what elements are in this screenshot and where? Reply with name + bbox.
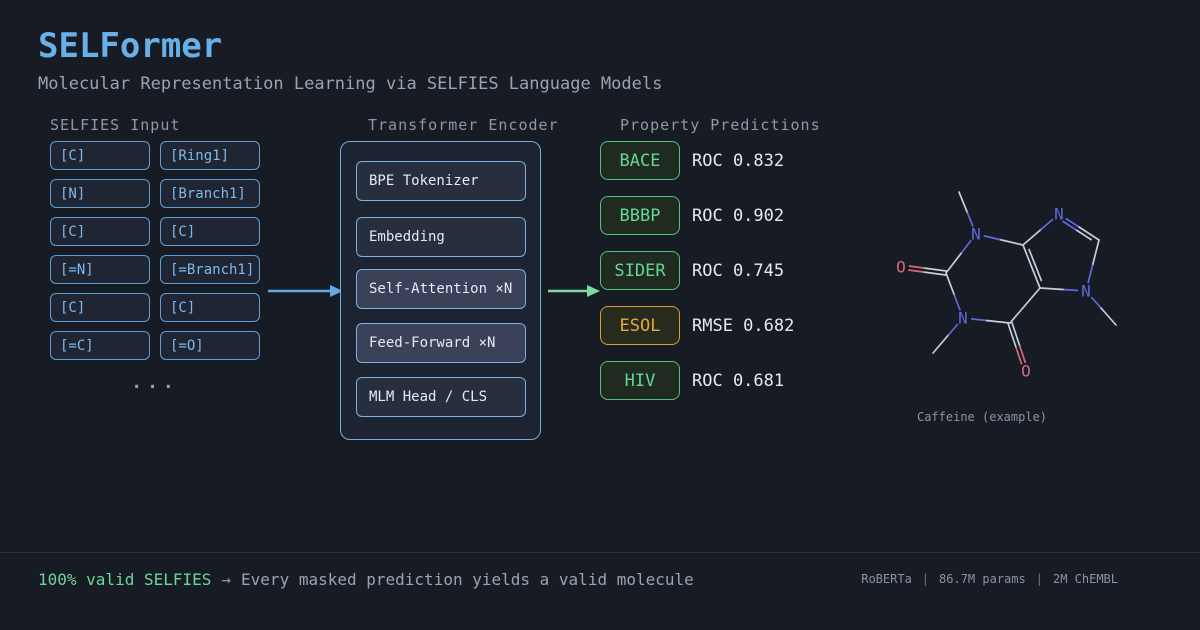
arrow-head-icon xyxy=(587,285,600,297)
meta-separator: | xyxy=(1035,572,1043,586)
encoder-to-predictions-arrow xyxy=(548,285,600,297)
selfies-token: [Branch1] xyxy=(160,179,260,208)
svg-text:O: O xyxy=(1021,362,1031,381)
prediction-row-hiv: HIV ROC 0.681 xyxy=(600,361,784,400)
footer-message: Every masked prediction yields a valid m… xyxy=(241,570,694,589)
selfies-token: [Ring1] xyxy=(160,141,260,170)
selfies-input-heading: SELFIES Input xyxy=(50,116,181,134)
transformer-encoder-heading: Transformer Encoder xyxy=(368,116,559,134)
meta-params: 86.7M params xyxy=(939,572,1026,586)
prediction-row-bace: BACE ROC 0.832 xyxy=(600,141,784,180)
molecule-figure: N O N O N N xyxy=(860,170,1180,430)
encoder-layer-self-attention: Self-Attention ×N xyxy=(356,269,526,309)
selfies-token: [=Branch1] xyxy=(160,255,260,284)
molecule-svg: N O N O N N xyxy=(893,191,1117,381)
svg-text:N: N xyxy=(958,309,968,328)
metric-value: RMSE 0.682 xyxy=(692,315,795,336)
encoder-layer-feed-forward: Feed-Forward ×N xyxy=(356,323,526,363)
selfies-token: [C] xyxy=(50,141,150,170)
metric-value: ROC 0.902 xyxy=(692,205,785,226)
molecule-caption: Caffeine (example) xyxy=(916,410,1048,424)
transformer-encoder-box: BPE Tokenizer Embedding Self-Attention ×… xyxy=(340,141,541,440)
encoder-layer-bpe-tokenizer: BPE Tokenizer xyxy=(356,161,526,201)
prediction-row-sider: SIDER ROC 0.745 xyxy=(600,251,784,290)
prediction-row-bbbp: BBBP ROC 0.902 xyxy=(600,196,784,235)
selfies-token: [=N] xyxy=(50,255,150,284)
selfies-token: [=O] xyxy=(160,331,260,360)
task-badge-esol: ESOL xyxy=(600,306,680,345)
svg-text:N: N xyxy=(1081,282,1091,301)
selfies-token: [C] xyxy=(160,293,260,322)
page-subtitle: Molecular Representation Learning via SE… xyxy=(38,74,663,94)
input-to-encoder-arrow xyxy=(268,285,343,297)
right-arrow-icon: → xyxy=(221,570,232,589)
task-badge-sider: SIDER xyxy=(600,251,680,290)
page-title: SELFormer xyxy=(38,26,223,66)
encoder-layer-embedding: Embedding xyxy=(356,217,526,257)
task-badge-bbbp: BBBP xyxy=(600,196,680,235)
selfies-token: [C] xyxy=(50,217,150,246)
selfies-token: [=C] xyxy=(50,331,150,360)
arrow-head-icon xyxy=(330,285,343,297)
task-badge-hiv: HIV xyxy=(600,361,680,400)
selfies-token: [C] xyxy=(50,293,150,322)
metric-value: ROC 0.681 xyxy=(692,370,785,391)
footer-claim: 100% valid SELFIES → Every masked predicti… xyxy=(38,570,694,589)
encoder-layer-mlm-head: MLM Head / CLS xyxy=(356,377,526,417)
svg-text:N: N xyxy=(1054,205,1064,224)
prediction-row-esol: ESOL RMSE 0.682 xyxy=(600,306,794,345)
task-badge-bace: BACE xyxy=(600,141,680,180)
footer-divider xyxy=(0,552,1200,553)
meta-separator: | xyxy=(921,572,930,586)
meta-model: RoBERTa xyxy=(861,572,912,586)
token-ellipsis: ... xyxy=(131,372,179,393)
property-predictions-heading: Property Predictions xyxy=(620,116,821,134)
selfies-token-grid: [C] [Ring1] [N] [Branch1] [C] [C] [=N] [… xyxy=(50,141,261,360)
footer-meta: RoBERTa | 86.7M params | 2M ChEMBL xyxy=(861,572,1118,586)
selfies-token: [N] xyxy=(50,179,150,208)
svg-text:N: N xyxy=(971,225,981,244)
selfies-token: [C] xyxy=(160,217,260,246)
metric-value: ROC 0.832 xyxy=(692,150,785,171)
metric-value: ROC 0.745 xyxy=(692,260,785,281)
svg-text:O: O xyxy=(896,258,906,277)
footer-highlight: 100% valid SELFIES xyxy=(38,570,212,589)
meta-dataset: 2M ChEMBL xyxy=(1052,572,1118,586)
